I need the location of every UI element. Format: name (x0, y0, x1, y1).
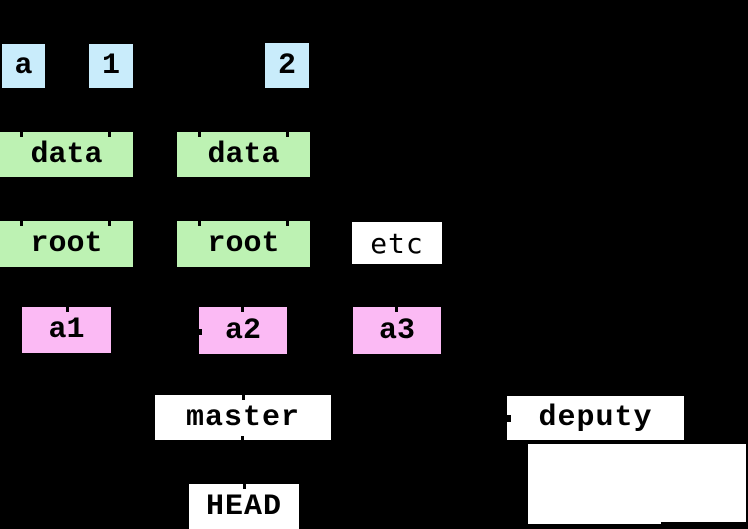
blob-a-node: a (2, 44, 45, 88)
arrowhead-tick (198, 221, 201, 226)
arrowhead-tick (198, 132, 201, 137)
arrowhead-tick (507, 415, 511, 422)
arrowhead-tick (241, 436, 244, 440)
branch-master-node: master (155, 395, 331, 440)
arrowhead-tick (395, 307, 398, 312)
arrowhead-tick (197, 329, 202, 335)
tree-data-1-node: data (0, 132, 133, 177)
commit-a3-node: a3 (353, 307, 441, 354)
tree-root-1-node: root (0, 221, 133, 267)
commit-a2-node: a2 (199, 307, 287, 354)
arrowhead-tick (241, 307, 244, 312)
arrowhead-tick (243, 484, 246, 489)
arrowhead-tick (286, 221, 289, 226)
bottom-right-ref-box (528, 444, 746, 529)
arrowhead-tick (66, 307, 69, 312)
head-node: HEAD (189, 484, 299, 529)
arrowhead-tick (108, 221, 111, 226)
arrowhead-tick (286, 132, 289, 137)
commit-a1-node: a1 (22, 307, 111, 353)
blob-2-node: 2 (265, 43, 309, 88)
arrowhead-tick (20, 221, 23, 226)
branch-deputy-node: deputy (507, 396, 684, 440)
tree-data-2-node: data (177, 132, 310, 177)
arrowhead-tick (20, 132, 23, 137)
etc-node: etc (352, 222, 442, 264)
arrowhead-tick (108, 132, 111, 137)
blob-1-node: 1 (89, 44, 133, 88)
tree-root-2-node: root (177, 221, 310, 267)
arrowhead-tick (242, 395, 245, 400)
cropped-black-strip (661, 522, 746, 529)
cropped-black-strip (528, 524, 661, 529)
